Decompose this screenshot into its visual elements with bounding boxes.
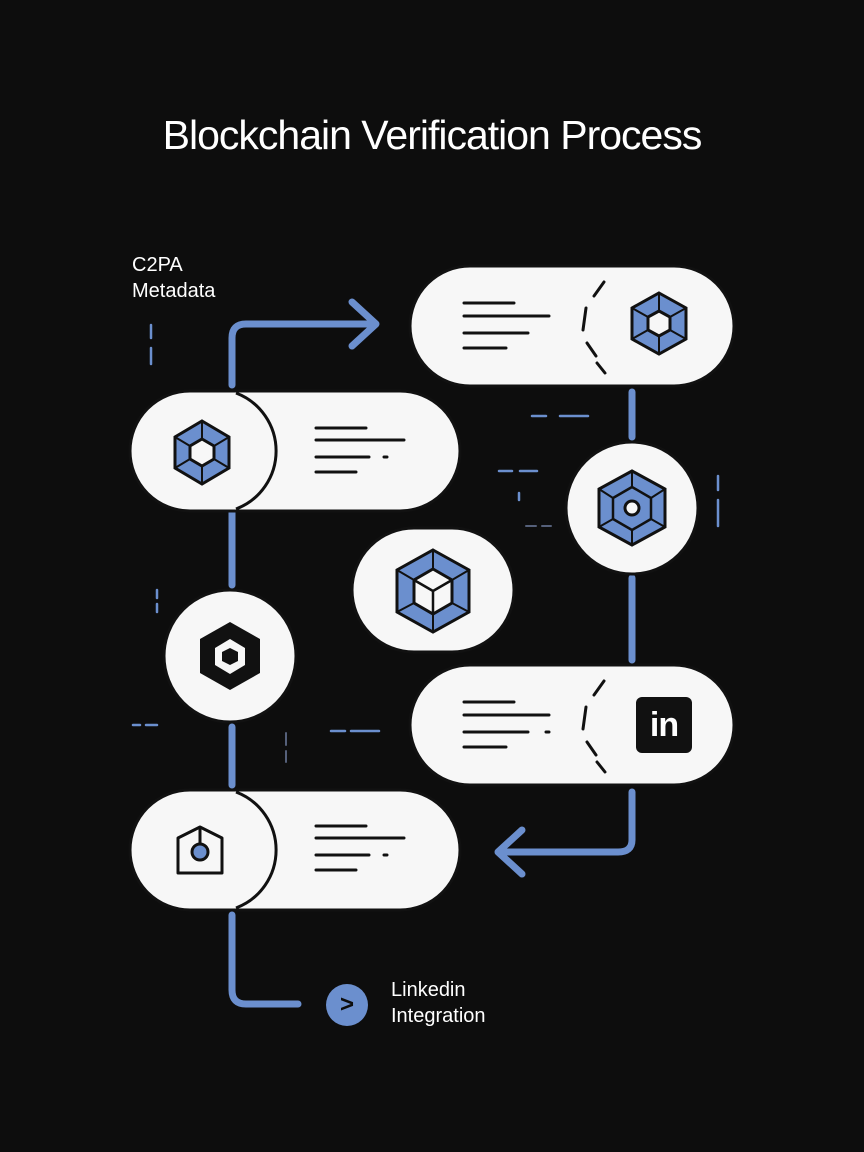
- hexagon-chain-icon: [200, 622, 260, 690]
- step-card-1[interactable]: [408, 264, 736, 388]
- linkedin-icon: in: [636, 697, 692, 753]
- go-arrow-icon[interactable]: >: [326, 984, 368, 1026]
- arrow-head-left: [494, 826, 526, 878]
- step-card-3[interactable]: [408, 663, 736, 787]
- end-label: Linkedin Integration: [391, 977, 486, 1029]
- step-card-4[interactable]: [128, 788, 462, 912]
- hexagon-node-icon: [597, 469, 667, 547]
- hexagon-ring-icon: [630, 291, 688, 356]
- connector-return: [496, 788, 636, 856]
- arrow-head-right: [348, 298, 380, 350]
- node-cube[interactable]: [350, 526, 516, 654]
- node-circle-chain[interactable]: [162, 588, 298, 724]
- text-lines: [462, 700, 551, 749]
- connector-end: [228, 911, 302, 1008]
- start-label-line1: C2PA: [132, 254, 183, 276]
- step-card-2[interactable]: [128, 389, 462, 513]
- cube-icon: [395, 548, 471, 634]
- decorative-dashes: [131, 323, 720, 733]
- text-lines: [314, 824, 406, 872]
- end-label-line1: Linkedin: [391, 979, 466, 1001]
- location-pin-icon: [176, 825, 224, 875]
- start-label: C2PA Metadata: [132, 252, 215, 304]
- end-label-line2: Integration: [391, 1005, 486, 1027]
- text-lines: [462, 301, 551, 350]
- text-lines: [314, 426, 406, 474]
- hexagon-ring-icon: [173, 419, 231, 486]
- node-circle-hexagon[interactable]: [564, 440, 700, 576]
- connector-start: [228, 320, 378, 389]
- start-label-line2: Metadata: [132, 280, 216, 302]
- page-title: Blockchain Verification Process: [162, 112, 703, 158]
